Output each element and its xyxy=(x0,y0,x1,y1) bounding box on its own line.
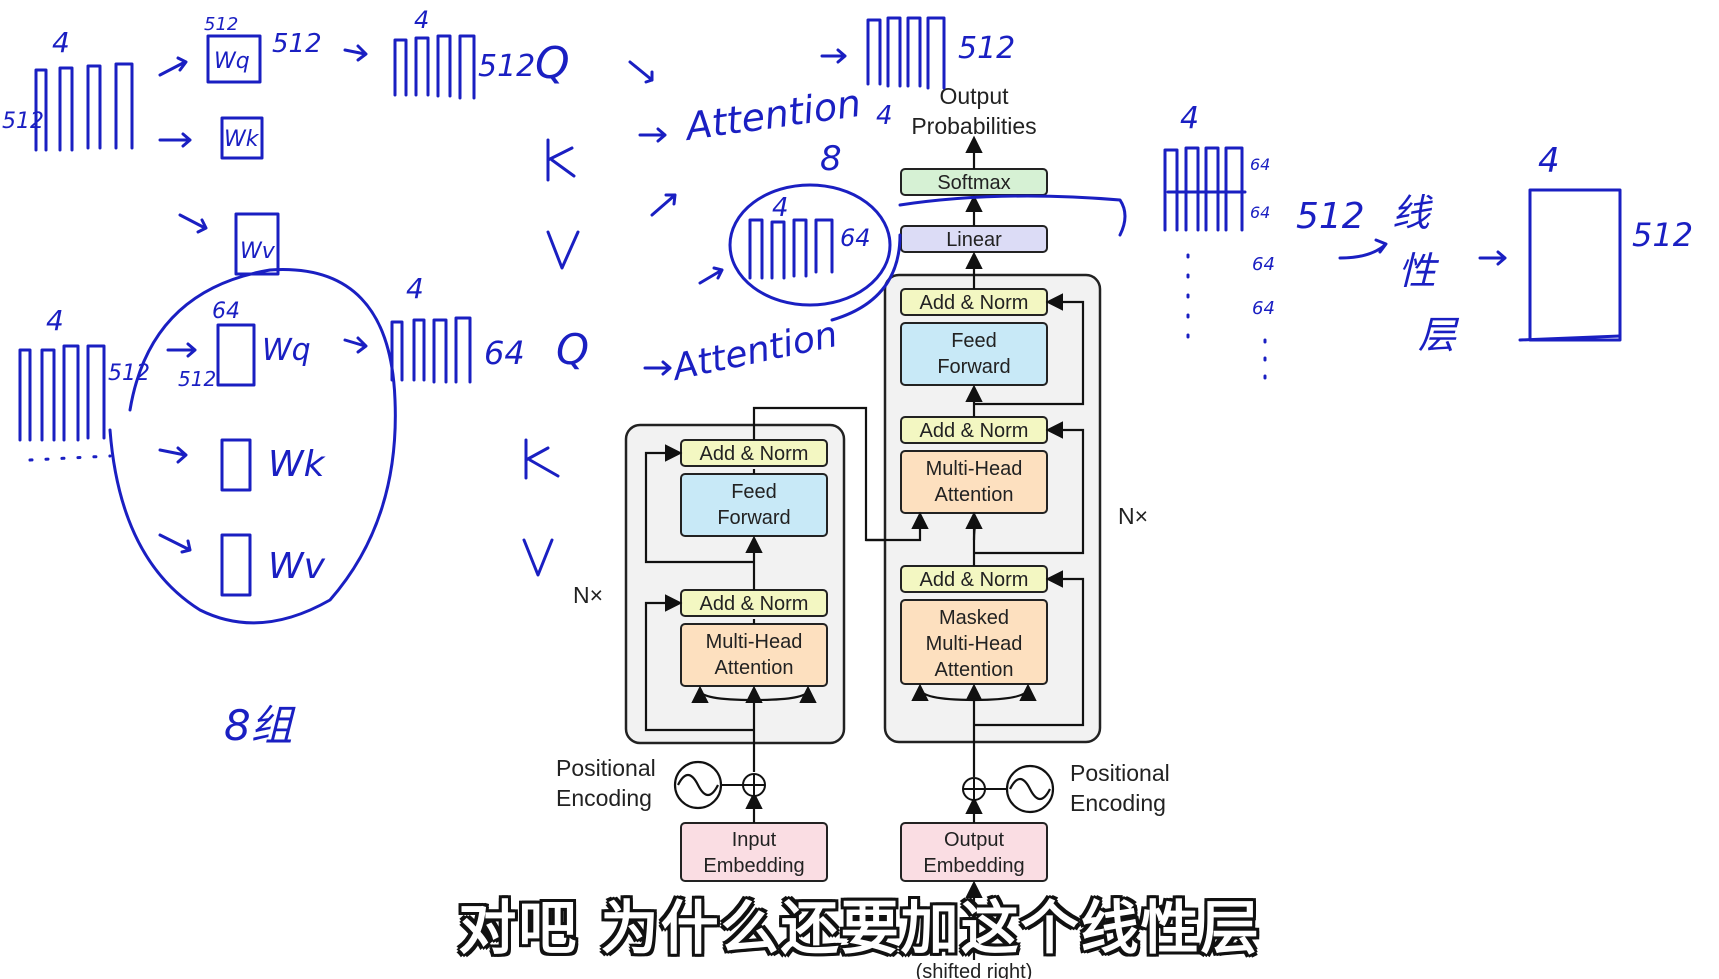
hw-4-b: 4 xyxy=(414,6,429,34)
hw-wv-a: Wv xyxy=(240,239,276,264)
hw-8-a: 8 xyxy=(820,139,842,179)
output-embedding-line2: Embedding xyxy=(923,855,1024,877)
hw-512-a: 512 xyxy=(2,109,44,134)
encoder-nx: N× xyxy=(573,582,603,608)
input-embedding-line2: Embedding xyxy=(703,855,804,877)
hw-64-g: 64 xyxy=(484,334,525,372)
hw-64-c: 64 xyxy=(1250,203,1270,222)
hw-64-f: 64 xyxy=(212,299,240,324)
decoder-ff-line2: Forward xyxy=(937,356,1010,378)
hw-512-c: 512 xyxy=(272,29,322,59)
decoder-masked-line2: Multi-Head xyxy=(926,633,1023,655)
hw-wk-a: Wk xyxy=(224,127,260,152)
hw-linear-3: 层 xyxy=(1418,313,1460,357)
decoder-nx: N× xyxy=(1118,503,1148,529)
encoder-ff-line1: Feed xyxy=(731,481,777,503)
hw-64-e: 64 xyxy=(1252,298,1275,319)
linear-label: Linear xyxy=(946,229,1002,251)
hw-4-d: 4 xyxy=(772,193,789,223)
hw-4-e: 4 xyxy=(1180,101,1199,136)
encoder-add-norm-2-label: Add & Norm xyxy=(700,443,809,465)
hw-wq-b: Wq xyxy=(262,333,311,368)
output-probabilities-line2: Probabilities xyxy=(911,113,1036,139)
hw-64-b: 64 xyxy=(1250,155,1270,174)
encoder-stack xyxy=(624,423,846,745)
encoder-add-norm-1-label: Add & Norm xyxy=(700,593,809,615)
output-embedding-line1: Output xyxy=(944,829,1004,851)
hw-wk-b: Wk xyxy=(268,444,327,485)
handwritten-strokes xyxy=(18,16,1622,625)
decoder-add-norm-3-label: Add & Norm xyxy=(920,292,1029,314)
shifted-right: (shifted right) xyxy=(916,961,1033,979)
decoder-positional-encoding xyxy=(962,764,1055,814)
decoder-pe-line2: Encoding xyxy=(1070,790,1166,816)
decoder-mha-line1: Multi-Head xyxy=(926,458,1023,480)
hw-512-f: 512 xyxy=(1296,196,1365,237)
hw-linear-1: 线 xyxy=(1392,191,1433,235)
encoder-positional-encoding xyxy=(673,760,766,810)
input-embedding-line1: Input xyxy=(732,829,777,851)
hw-attention-b: Attention xyxy=(667,314,841,389)
hw-Q-b: Q xyxy=(556,325,589,374)
encoder-ff-line2: Forward xyxy=(717,507,790,529)
decoder-ff-line1: Feed xyxy=(951,330,997,352)
hw-4-h: 4 xyxy=(406,272,424,305)
hw-linear-2: 性 xyxy=(1398,249,1440,293)
hw-4-a: 4 xyxy=(52,26,70,59)
hw-512-i: 512 xyxy=(178,367,216,391)
hw-64-d: 64 xyxy=(1252,254,1275,275)
hw-512-e: 512 xyxy=(958,31,1015,66)
decoder-masked-line3: Attention xyxy=(935,659,1014,681)
encoder-pe-line2: Encoding xyxy=(556,785,652,811)
hw-4-f: 4 xyxy=(1538,141,1560,181)
decoder-pe-line1: Positional xyxy=(1070,760,1170,786)
hw-wv-b: Wv xyxy=(268,546,326,587)
decoder-add-norm-1-label: Add & Norm xyxy=(920,569,1029,591)
decoder-masked-line1: Masked xyxy=(939,607,1009,629)
hw-wq-a: Wq xyxy=(214,49,250,74)
output-probabilities-line1: Output xyxy=(939,83,1009,109)
softmax-label: Softmax xyxy=(937,172,1010,194)
encoder-mha-line2: Attention xyxy=(715,657,794,679)
hw-512-b: 512 xyxy=(204,14,238,35)
encoder-pe-line1: Positional xyxy=(556,755,656,781)
decoder-mha-line2: Attention xyxy=(935,484,1014,506)
hw-Q-a: Q xyxy=(535,38,570,89)
hw-512-h: 512 xyxy=(108,361,150,386)
hw-eight-groups: 8组 xyxy=(224,701,296,750)
hw-512-d: 512 xyxy=(478,49,535,84)
hw-512-g: 512 xyxy=(1632,216,1693,254)
encoder-mha-line1: Multi-Head xyxy=(706,631,803,653)
video-subtitle: 对吧 为什么还要加这个线性层 xyxy=(458,894,1261,962)
hw-4-c: 4 xyxy=(876,101,893,131)
hw-4-g: 4 xyxy=(46,304,64,337)
decoder-add-norm-2-label: Add & Norm xyxy=(920,420,1029,442)
hw-64-a: 64 xyxy=(840,224,871,252)
